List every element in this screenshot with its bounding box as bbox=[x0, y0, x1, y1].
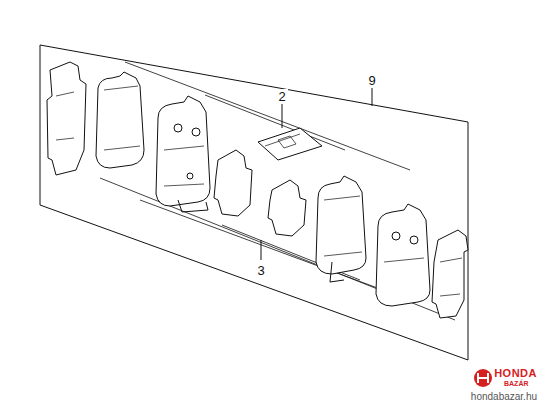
shim bbox=[268, 180, 306, 236]
wear-indicator bbox=[178, 200, 208, 212]
callout-number: 3 bbox=[255, 263, 266, 278]
watermark-url: hondabazar.hu bbox=[471, 392, 537, 402]
logo-mark bbox=[478, 373, 488, 383]
leader-line bbox=[372, 88, 373, 106]
shim bbox=[47, 62, 86, 175]
grease-packet bbox=[258, 128, 322, 160]
leader-line bbox=[261, 240, 262, 260]
watermark-brand: HONDA bbox=[494, 368, 537, 379]
group-guide-lines bbox=[100, 62, 455, 320]
leader-line bbox=[282, 104, 283, 128]
logo-mark bbox=[474, 369, 492, 387]
brake-pad bbox=[156, 96, 210, 206]
watermark-brand: BAZÁR bbox=[504, 380, 529, 387]
brake-pad bbox=[96, 72, 144, 168]
assembly-frame bbox=[40, 45, 468, 360]
callout-number: 2 bbox=[276, 89, 287, 104]
shim bbox=[432, 230, 468, 318]
shim bbox=[214, 150, 252, 216]
wear-indicator bbox=[330, 262, 344, 282]
callout-number: 9 bbox=[366, 73, 377, 88]
brake-pad bbox=[376, 204, 430, 306]
brake-pad bbox=[316, 176, 366, 274]
